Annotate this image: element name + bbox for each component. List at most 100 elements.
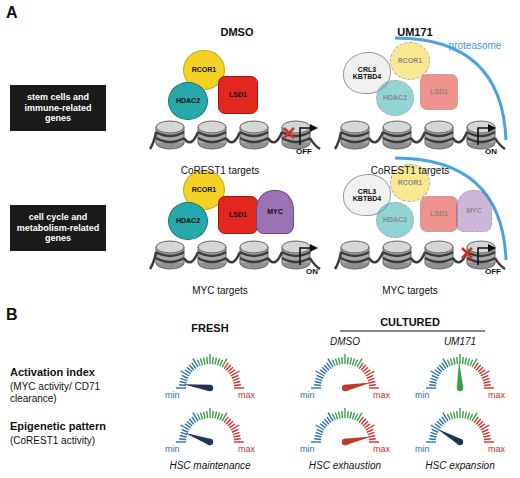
gauge-needle (457, 361, 463, 388)
gauge-tick (467, 413, 469, 420)
gauge-hub (342, 385, 348, 391)
chromatin-strand (335, 121, 505, 149)
gauge-tick (197, 414, 200, 420)
gauge-tick (369, 438, 376, 440)
column-header: DMSO (310, 336, 380, 347)
gauge-tick (200, 359, 202, 366)
hdac2-protein: HDAC2 (376, 202, 414, 238)
gauge-tick (431, 378, 438, 380)
node-text: HDAC2 (176, 97, 200, 104)
gauge-tick (197, 360, 200, 366)
gauge-needle (344, 382, 371, 391)
gauge-tick (456, 411, 458, 418)
gauge-tick (315, 436, 322, 437)
panel-letter: A (6, 4, 26, 22)
gauge-tick (456, 357, 458, 364)
gauge-tick (204, 412, 205, 419)
target-caption: CoREST1 targets (350, 165, 470, 176)
gauge-tick (368, 432, 375, 434)
gauge-tick (430, 436, 437, 437)
gauge-tick (483, 436, 490, 437)
gauge-tick (233, 382, 240, 383)
gauge-tick (483, 378, 490, 380)
gauge-tick (339, 412, 340, 419)
gauge-tick (347, 357, 349, 364)
gauge-tick (200, 413, 202, 420)
gauge-tick (206, 357, 208, 364)
gauge-tick (234, 441, 244, 442)
gauge-min-label: min (165, 390, 180, 400)
node-text: LSD1 (430, 88, 448, 95)
gauge-tick (369, 384, 376, 386)
gauge-tick (182, 375, 188, 378)
gauge-tick (369, 441, 379, 442)
gauge-max-label: max (373, 390, 390, 400)
row-title: Activation index (10, 366, 150, 378)
state-label: OFF (485, 267, 515, 276)
gauge-tick (332, 360, 335, 366)
tss-arrow (300, 248, 314, 265)
gene-category-box: cell cycle and metabolism-related genes (10, 205, 106, 251)
gauge-tick (470, 360, 473, 366)
lsd1-protein: LSD1 (420, 74, 458, 110)
lsd1-protein: LSD1 (218, 76, 258, 114)
gauge: minmax (415, 352, 505, 402)
target-caption: MYC targets (160, 285, 280, 296)
gauge-hub (207, 439, 213, 445)
column-header: UM171 (425, 336, 495, 347)
gauge-tick (465, 358, 466, 365)
gauge-tick (180, 436, 187, 437)
gauge-tick (454, 412, 455, 419)
gauge-tick (181, 378, 188, 380)
myc-protein: MYC (456, 190, 492, 232)
state-label: ON (306, 267, 336, 276)
gauge-tick (212, 357, 214, 364)
gauge-tick (335, 359, 337, 366)
outcome-label: HSC exhaustion (295, 460, 395, 471)
column-header: DMSO (200, 26, 274, 38)
gauge-tick (426, 441, 436, 442)
gauge-tick (347, 411, 349, 418)
gauge-tick (234, 387, 244, 388)
gauge-min-label: min (415, 444, 430, 454)
gauge-hub (457, 439, 463, 445)
gauge-tick (233, 432, 240, 434)
gauge-tick (352, 359, 354, 366)
gauge-tick (484, 387, 494, 388)
gauge-tick (220, 414, 223, 420)
off-cross (462, 248, 472, 258)
gauge-max-label: max (488, 444, 505, 454)
tss-arrow (300, 128, 314, 145)
gauge-tick (459, 354, 460, 364)
node-text: RCOR1 (192, 186, 217, 193)
gauge-tick (350, 358, 351, 365)
outcome-label: HSC maintenance (160, 460, 260, 471)
gauge-tick (179, 438, 186, 440)
gauge-tick (234, 384, 241, 386)
gauge-tick (212, 411, 214, 418)
gauge-tick (462, 357, 464, 364)
gauge-max-label: max (238, 444, 255, 454)
gauge-tick (311, 441, 321, 442)
gauge-tick (215, 412, 216, 419)
node-text: MYC (466, 207, 482, 214)
gauge-min-label: min (415, 390, 430, 400)
gauge-needle (344, 436, 371, 445)
gauge-hub (342, 439, 348, 445)
gauge-tick (232, 375, 238, 378)
gauge-tick (465, 412, 466, 419)
gauge-tick (182, 429, 188, 432)
row-title: Epigenetic pattern (10, 420, 150, 432)
gauge-tick (484, 384, 491, 386)
gauge-tick (209, 354, 210, 364)
gauge-needle (183, 384, 210, 391)
gauge-tick (215, 358, 216, 365)
node-text: LSD1 (430, 210, 448, 217)
node-text: HDAC2 (176, 217, 200, 224)
gauge-hub (207, 385, 213, 391)
group-bracket-line (340, 331, 485, 332)
gauge-tick (450, 413, 452, 420)
gauge-tick (367, 375, 373, 378)
gauge-tick (426, 387, 436, 388)
